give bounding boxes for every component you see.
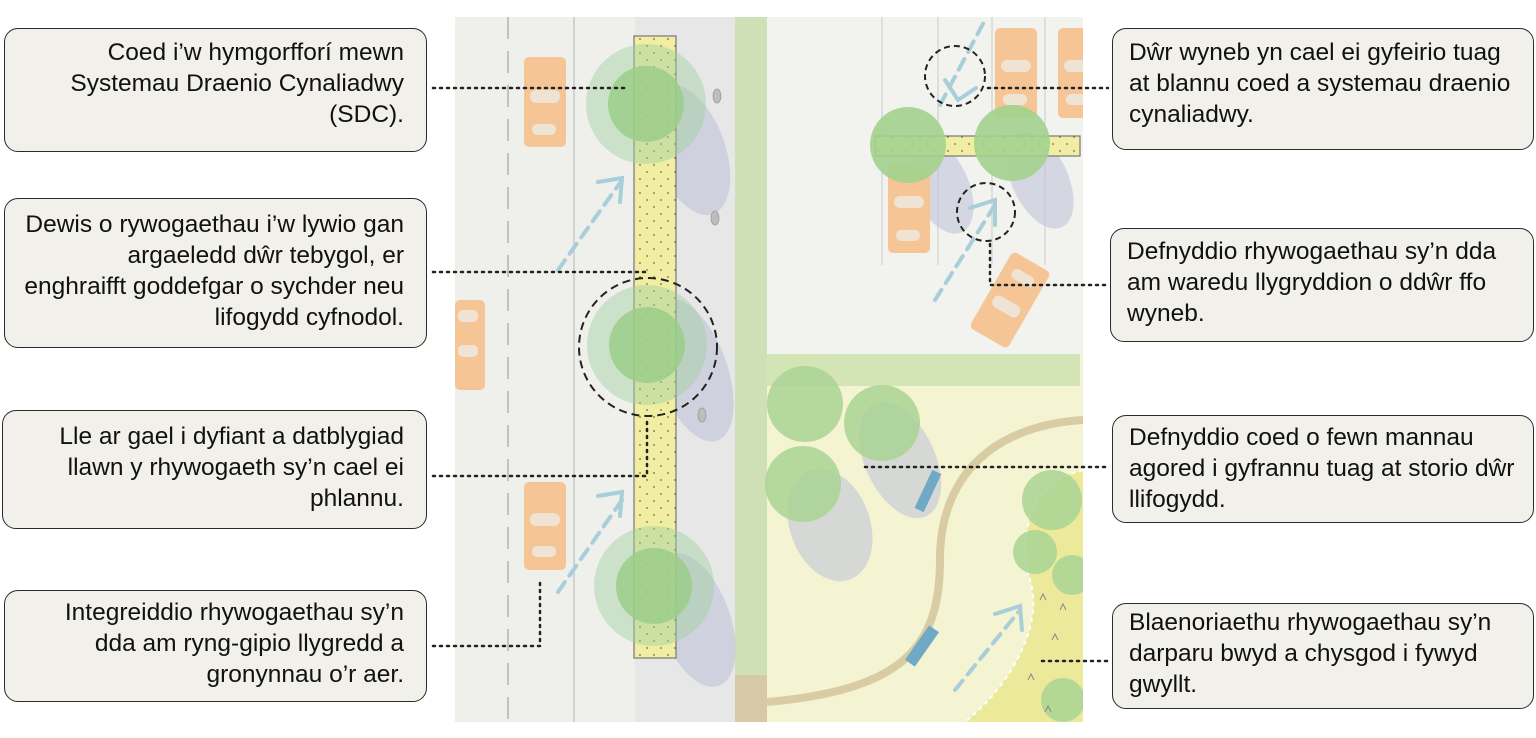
bench (905, 625, 939, 667)
callout-flood-storage: Defnyddio coed o fewn mannau agored i gy… (1112, 415, 1534, 523)
green-verge (735, 17, 767, 722)
meadow-planting (965, 470, 1083, 722)
callout-pollutant-removal: Defnyddio rhywogaethau sy’n dda am wared… (1110, 228, 1534, 342)
callout-text: Blaenoriaethu rhywogaethau sy’n darparu … (1129, 609, 1492, 698)
callout-species-water-availability: Dewis o rywogaethau i’w lywio gan argael… (4, 198, 427, 348)
leader-lines (431, 86, 1110, 663)
callout-text: Defnyddio rhywogaethau sy’n dda am wared… (1127, 238, 1497, 327)
callout-suds-trees: Coed i’w hymgorfforí mewn Systemau Draen… (4, 28, 427, 152)
callout-text: Dewis o rywogaethau i’w lywio gan argael… (24, 211, 404, 331)
focus-circle (924, 45, 986, 107)
focus-circle (578, 277, 718, 417)
callout-text: Coed i’w hymgorfforí mewn Systemau Draen… (70, 39, 404, 128)
callout-wildlife: Blaenoriaethu rhywogaethau sy’n darparu … (1112, 603, 1534, 709)
footpath (766, 416, 1083, 706)
focus-circle (956, 182, 1016, 242)
callout-growth-space: Lle ar gael i dyfiant a datblygiad llawn… (2, 410, 427, 529)
tree-canopies (586, 44, 1083, 722)
callout-text: Dŵr wyneb yn cael ei gyfeirio tuag at bl… (1129, 39, 1511, 128)
water-flow-arrows (556, 18, 1024, 692)
callout-text: Integreiddio rhywogaethau sy’n dda am ry… (64, 599, 404, 688)
bench (914, 469, 942, 513)
cars (455, 28, 1083, 570)
callout-air-pollution-species: Integreiddio rhywogaethau sy’n dda am ry… (4, 590, 427, 702)
callout-text: Lle ar gael i dyfiant a datblygiad llawn… (59, 423, 404, 512)
callout-surface-water-directed: Dŵr wyneb yn cael ei gyfeirio tuag at bl… (1112, 28, 1534, 150)
callout-text: Defnyddio coed o fewn mannau agored i gy… (1129, 424, 1515, 513)
